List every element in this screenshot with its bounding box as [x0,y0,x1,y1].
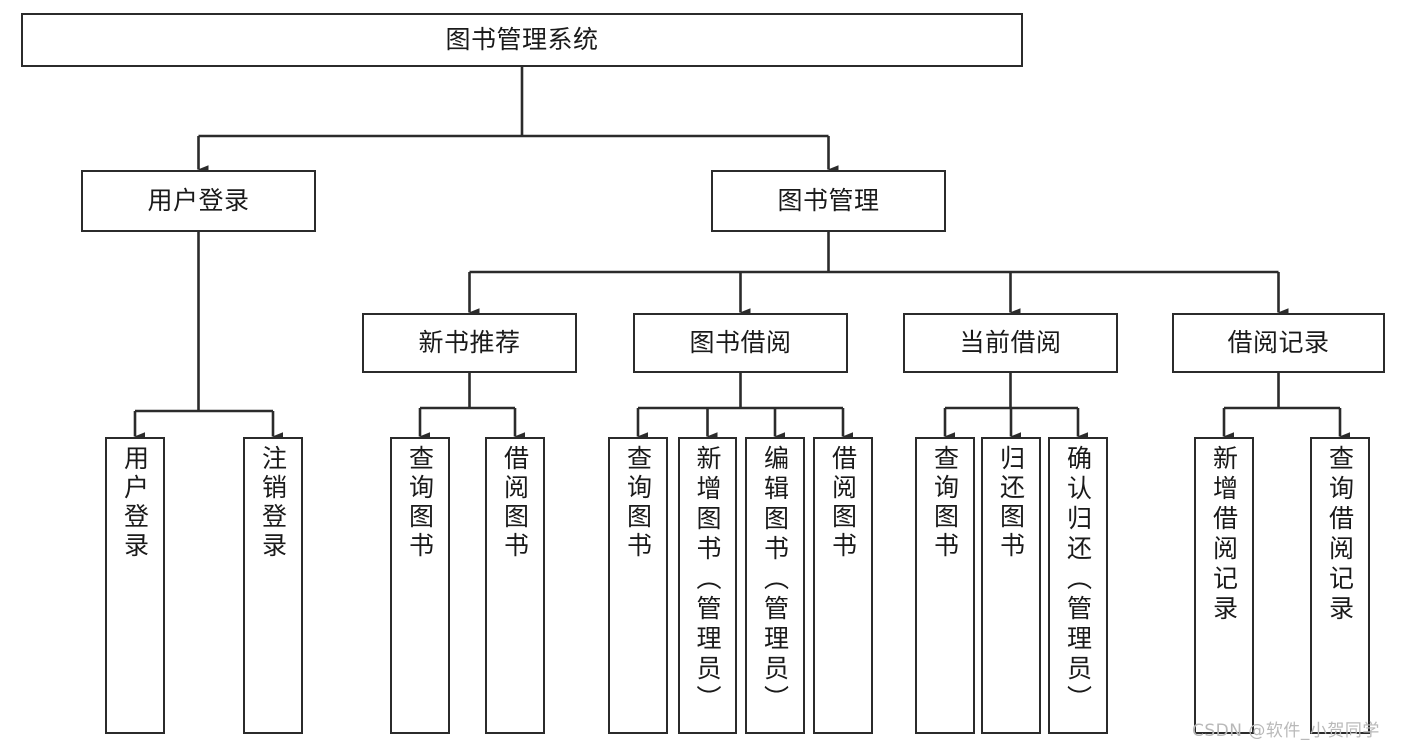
node-login[interactable]: 用户登录 [81,170,316,232]
connector-layer [133,67,1350,441]
node-label-leaf-user-logout: 注销登录 [258,445,288,561]
node-label-records: 借阅记录 [1227,328,1330,358]
node-leaf-bw-edit[interactable]: 编辑图书（管理员） [745,437,805,734]
node-leaf-rec-add[interactable]: 新增借阅记录 [1194,437,1254,734]
node-label-leaf-bw-add: 新增图书（管理员） [693,445,722,715]
node-leaf-cur-return[interactable]: 归还图书 [981,437,1041,734]
node-leaf-bw-query[interactable]: 查询图书 [608,437,668,734]
node-label-root: 图书管理系统 [445,25,599,55]
node-label-current: 当前借阅 [959,328,1062,358]
node-leaf-new-borrow[interactable]: 借阅图书 [485,437,545,734]
node-leaf-rec-query[interactable]: 查询借阅记录 [1310,437,1370,734]
node-label-leaf-cur-query: 查询图书 [930,445,960,561]
node-label-bookmgmt: 图书管理 [777,186,880,216]
node-leaf-cur-query[interactable]: 查询图书 [915,437,975,734]
node-label-leaf-rec-add: 新增借阅记录 [1209,445,1239,625]
node-label-leaf-cur-return: 归还图书 [996,445,1026,561]
node-newbook[interactable]: 新书推荐 [362,313,577,373]
node-leaf-new-query[interactable]: 查询图书 [390,437,450,734]
node-leaf-cur-confirm[interactable]: 确认归还（管理员） [1048,437,1108,734]
node-leaf-user-logout[interactable]: 注销登录 [243,437,303,734]
node-label-leaf-new-query: 查询图书 [405,445,435,561]
node-records[interactable]: 借阅记录 [1172,313,1385,373]
node-leaf-bw-borrow[interactable]: 借阅图书 [813,437,873,734]
node-borrow[interactable]: 图书借阅 [633,313,848,373]
node-label-leaf-user-login: 用户登录 [120,445,150,561]
node-label-newbook: 新书推荐 [418,328,521,358]
node-label-borrow: 图书借阅 [689,328,792,358]
node-label-leaf-new-borrow: 借阅图书 [500,445,530,561]
node-current[interactable]: 当前借阅 [903,313,1118,373]
node-label-leaf-rec-query: 查询借阅记录 [1325,445,1355,625]
node-label-leaf-bw-borrow: 借阅图书 [828,445,858,561]
node-bookmgmt[interactable]: 图书管理 [711,170,946,232]
node-label-leaf-bw-edit: 编辑图书（管理员） [760,445,790,715]
csdn-watermark: CSDN @软件_小贺同学 [1192,721,1380,741]
node-leaf-bw-add[interactable]: 新增图书（管理员） [678,437,737,734]
node-label-leaf-bw-query: 查询图书 [623,445,653,561]
node-leaf-user-login[interactable]: 用户登录 [105,437,165,734]
node-label-login: 用户登录 [147,186,250,216]
node-label-leaf-cur-confirm: 确认归还（管理员） [1063,445,1093,715]
node-root[interactable]: 图书管理系统 [21,13,1023,67]
